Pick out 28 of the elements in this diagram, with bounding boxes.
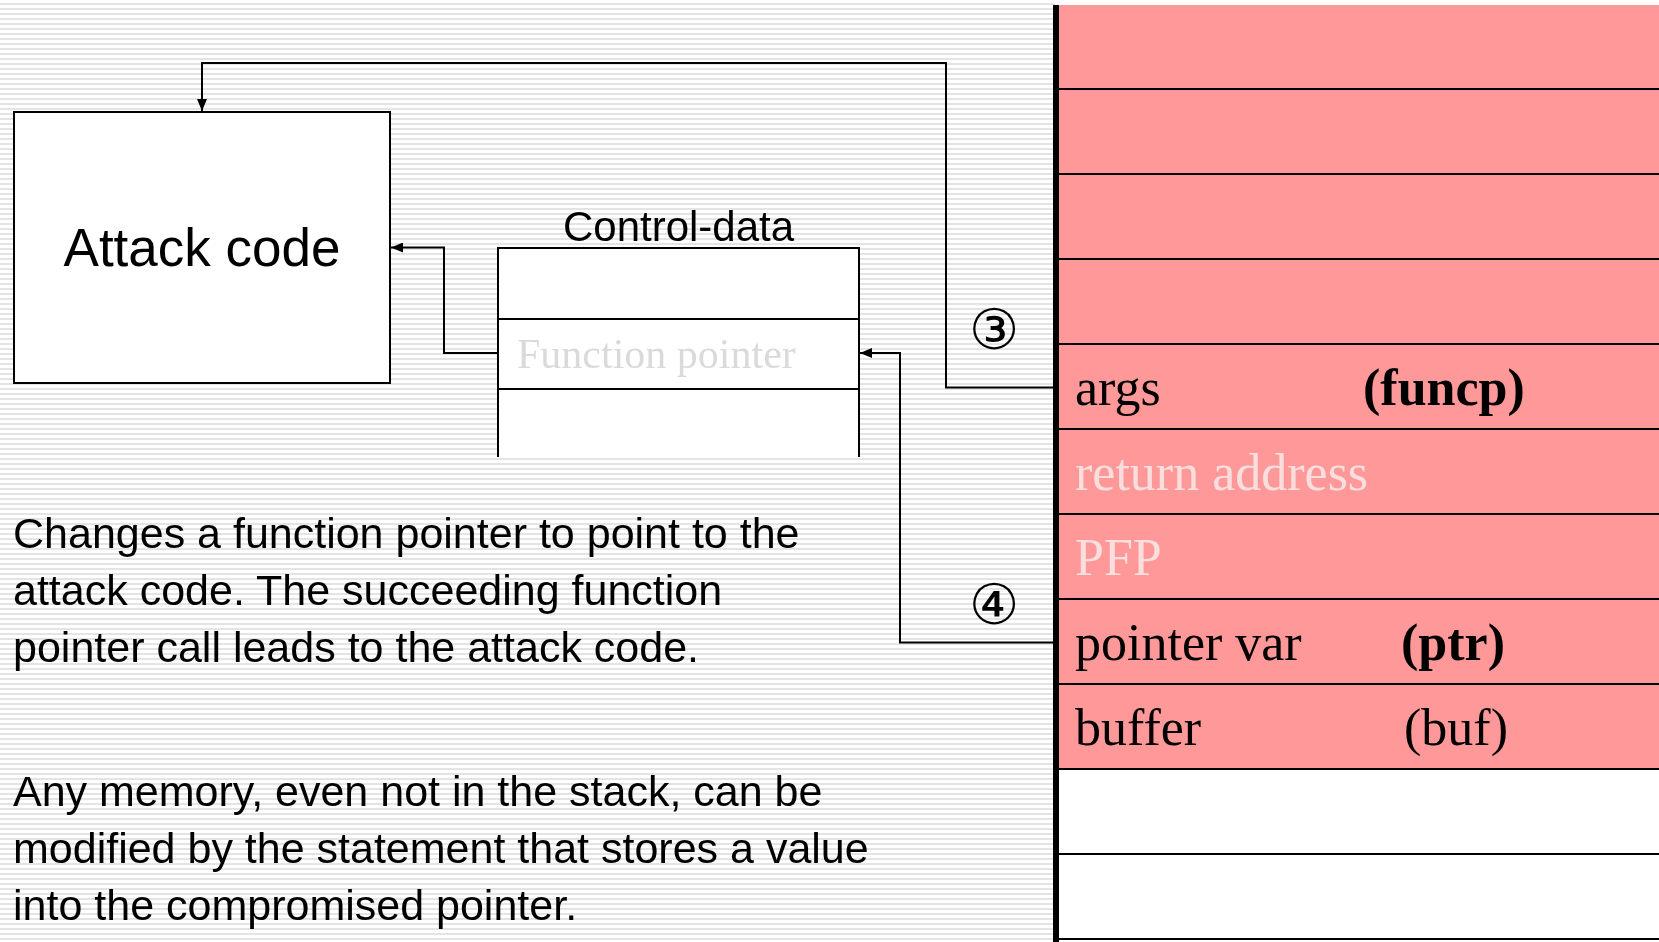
note-paragraph: Changes a function pointer to point to the attack code. The succeeding function pointer call leads to the attack code. [13, 508, 801, 673]
box-label: Attack code [63, 217, 341, 278]
stack-slot [1059, 430, 1659, 515]
note-paragraph: Any memory, even not in the stack, can be modified by the statement that stores a value into the compromised pointer. [13, 766, 870, 931]
slot-label: return address [1075, 442, 1369, 501]
stack-slot [1059, 175, 1659, 260]
table-row [497, 247, 860, 318]
slot-label: pointer var [1075, 612, 1302, 671]
variable-name: (buf) [1404, 697, 1508, 756]
slot-label: args [1075, 357, 1161, 416]
connector-arrow [390, 242, 498, 354]
step-number: ③ [969, 300, 1020, 360]
stack-slot [1059, 345, 1659, 430]
step-number: ④ [969, 575, 1020, 635]
slot-label: PFP [1075, 527, 1162, 586]
code-box [13, 111, 391, 384]
table-heading: Control-data [561, 205, 796, 249]
variable-name: (ptr) [1401, 612, 1505, 671]
variable-name: (funcp) [1363, 357, 1525, 416]
slot-label: buffer [1075, 697, 1202, 756]
stack-slot [1059, 685, 1659, 770]
stack-slot [1059, 260, 1659, 345]
stack-slot [1059, 600, 1659, 685]
stack-slot [1059, 515, 1659, 600]
stack-slot [1059, 5, 1659, 90]
stack-slot [1059, 90, 1659, 175]
table-row [497, 388, 860, 457]
table-row [497, 318, 860, 388]
